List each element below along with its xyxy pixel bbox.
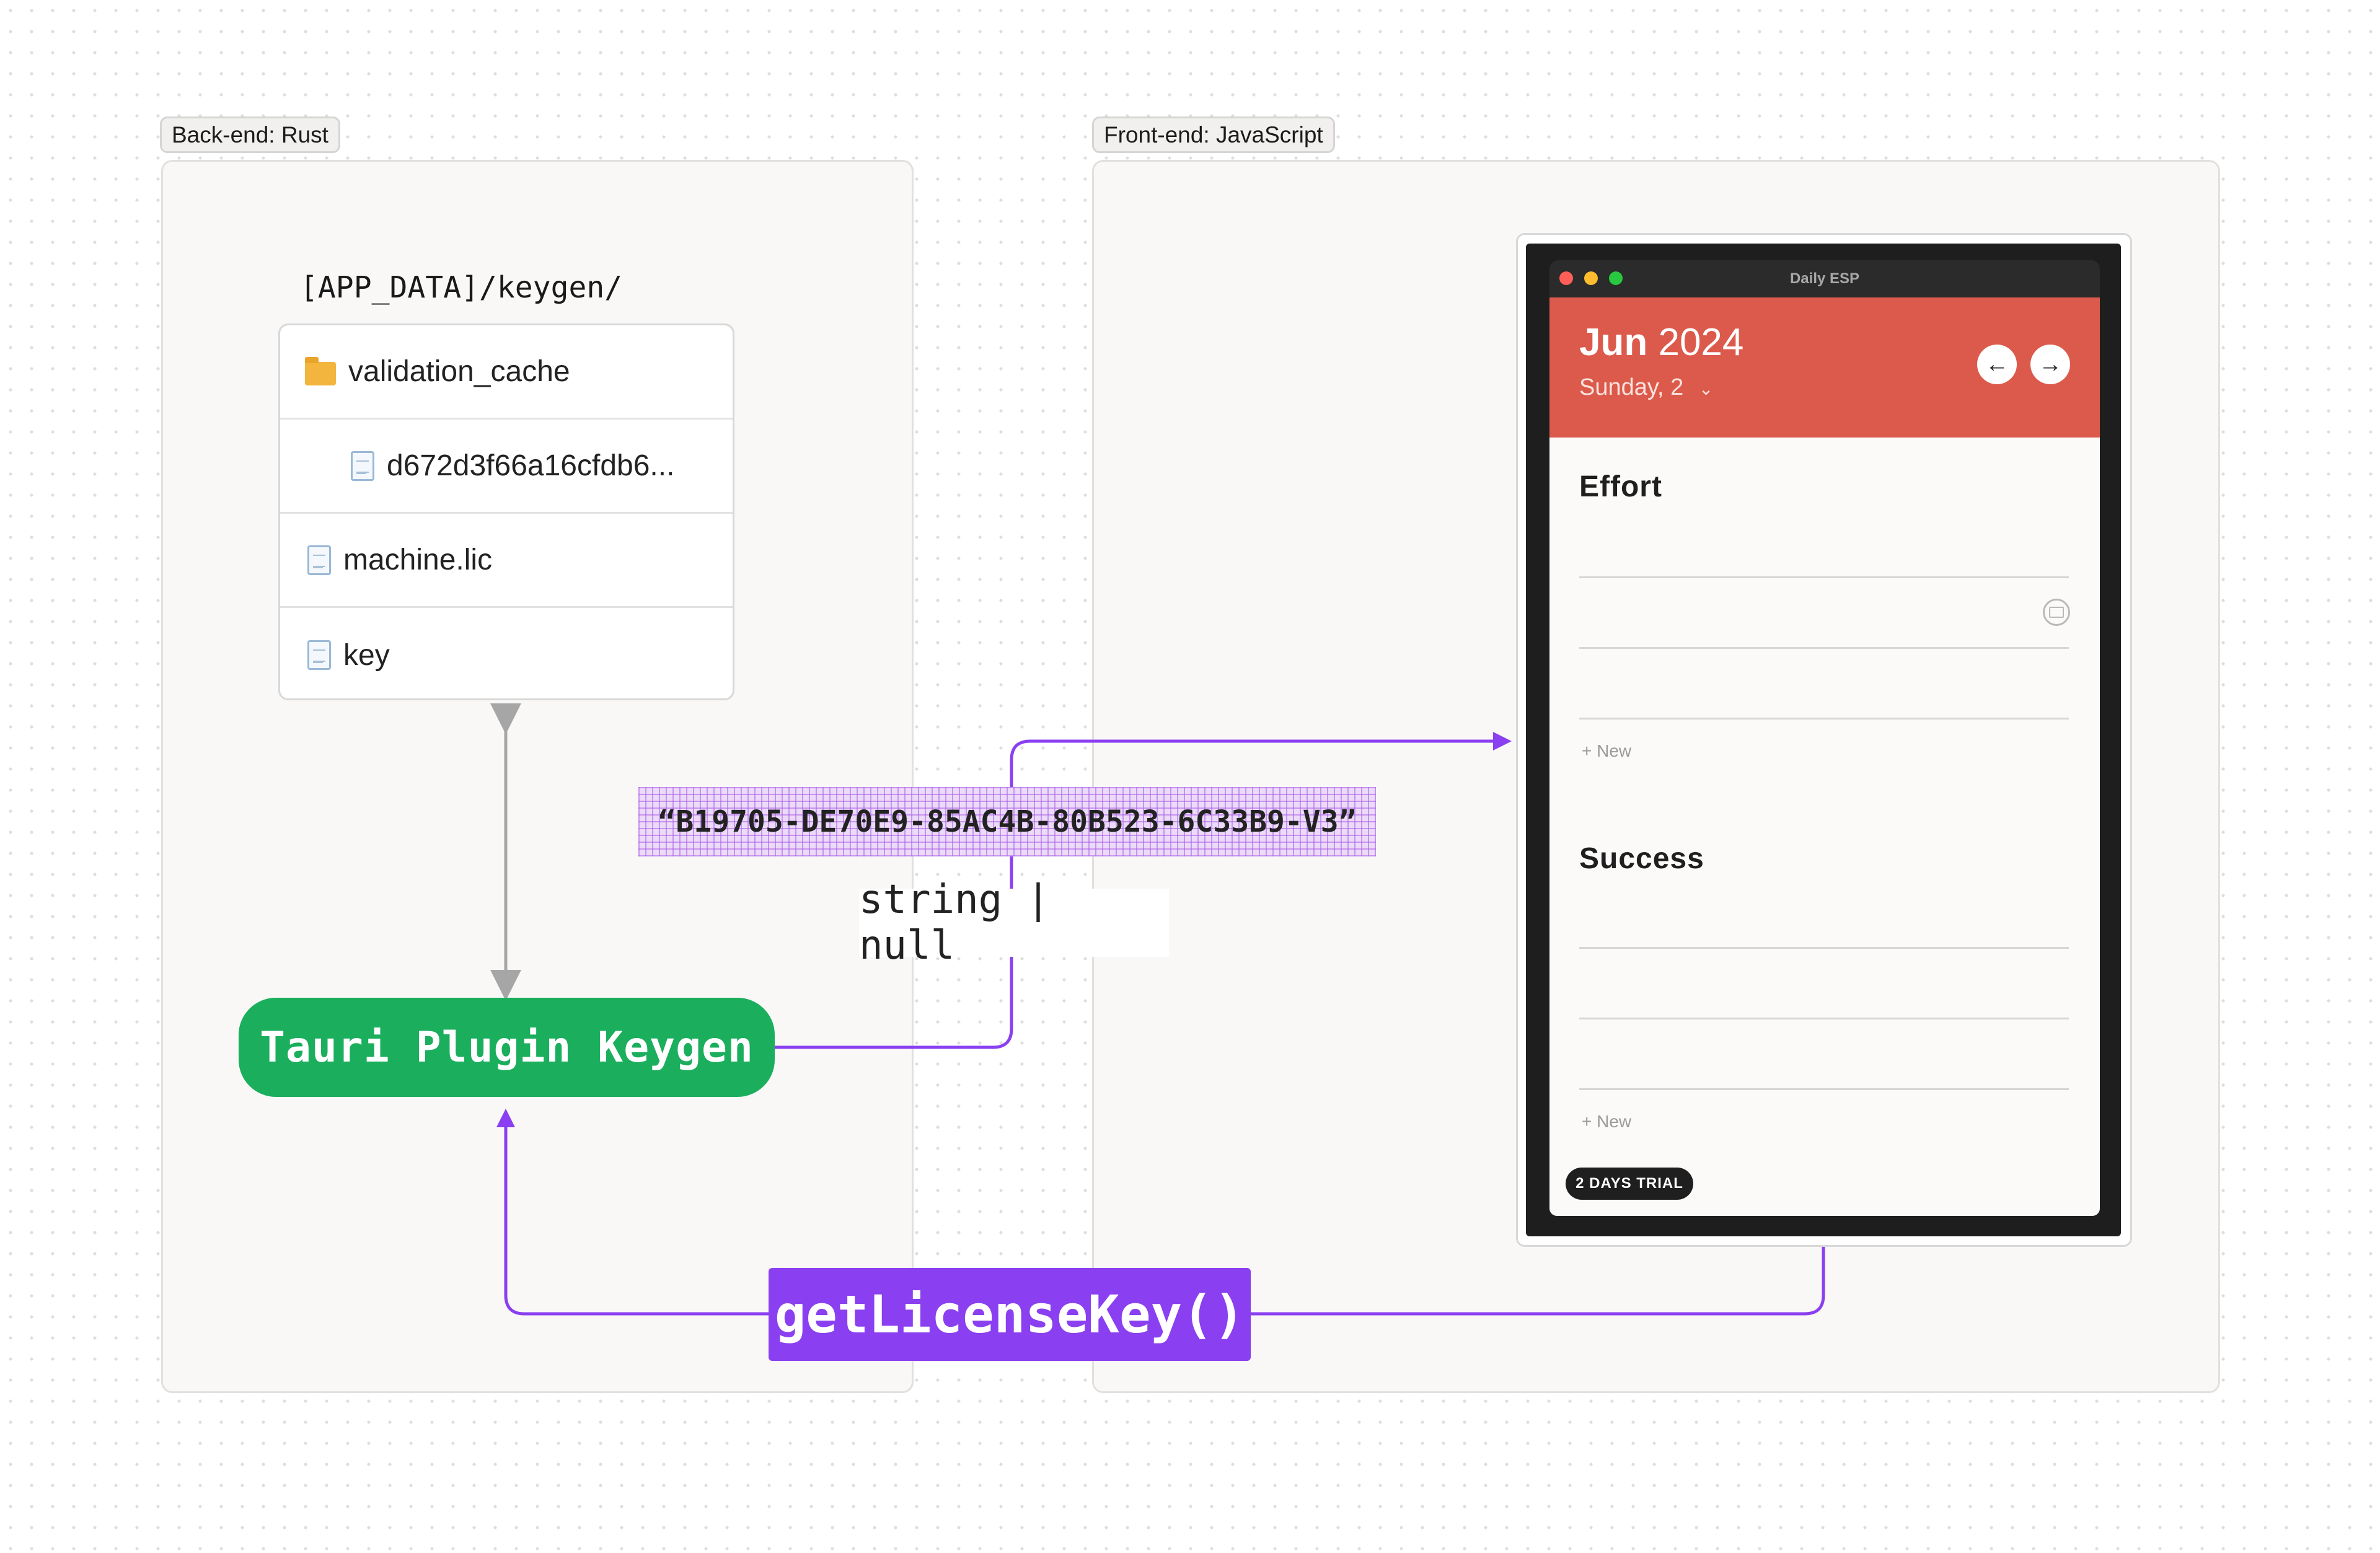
section-title-success: Success <box>1579 842 1704 875</box>
add-success-button[interactable]: + New <box>1582 1112 1632 1131</box>
file-label: key <box>343 638 390 672</box>
arrow-left-icon: ← <box>1985 351 2009 377</box>
file-icon <box>307 545 331 575</box>
next-day-button[interactable]: → <box>2030 345 2070 384</box>
folder-icon <box>305 356 336 385</box>
file-icon <box>351 451 374 481</box>
entry-line[interactable] <box>1579 718 2069 719</box>
entry-line[interactable] <box>1579 1018 2069 1019</box>
trial-badge: 2 DAYS TRIAL <box>1566 1168 1693 1200</box>
file-row-cache-entry[interactable]: d672d3f66a16cfdb6... <box>280 420 733 514</box>
file-label: validation_cache <box>348 355 570 388</box>
file-tree: validation_cache d672d3f66a16cfdb6... ma… <box>278 323 734 700</box>
image-icon[interactable] <box>2043 599 2070 626</box>
app-body: Effort + New Success + New 2 DAYS TRIAL <box>1549 438 2100 1216</box>
filetree-path: [APP_DATA]/keygen/ <box>300 270 623 305</box>
window-minimize-button[interactable] <box>1584 271 1598 285</box>
prev-day-button[interactable]: ← <box>1977 345 2017 384</box>
window-title: Daily ESP <box>1789 270 1860 287</box>
file-row-key[interactable]: key <box>280 608 733 698</box>
entry-line[interactable] <box>1579 576 2069 578</box>
tauri-plugin-node: Tauri Plugin Keygen <box>239 998 775 1097</box>
file-icon <box>307 640 331 670</box>
entry-line[interactable] <box>1579 947 2069 949</box>
window-maximize-button[interactable] <box>1609 271 1623 285</box>
file-row-machine-lic[interactable]: machine.lic <box>280 514 733 608</box>
entry-line[interactable] <box>1579 647 2069 649</box>
return-type-label: string | null <box>859 877 1169 969</box>
month-year[interactable]: Jun 2024 <box>1579 323 1743 362</box>
chevron-down-icon: ⌄ <box>1698 379 1714 398</box>
file-label: d672d3f66a16cfdb6... <box>387 449 675 482</box>
file-label: machine.lic <box>343 543 493 576</box>
window-close-button[interactable] <box>1559 271 1573 285</box>
backend-tag: Back-end: Rust <box>160 117 340 153</box>
day-label: Sunday, 2 <box>1579 374 1684 400</box>
year-label: 2024 <box>1658 321 1744 364</box>
frontend-tag: Front-end: JavaScript <box>1092 117 1335 153</box>
license-key-value: “B19705-DE70E9-85AC4B-80B523-6C33B9-V3” <box>638 787 1376 856</box>
app-header: Jun 2024 Sunday, 2 ⌄ ← → <box>1549 297 2100 438</box>
day-selector[interactable]: Sunday, 2 ⌄ <box>1579 374 1713 401</box>
app-titlebar: Daily ESP <box>1549 260 2100 297</box>
month-label: Jun <box>1579 321 1648 364</box>
arrow-right-icon: → <box>2038 351 2062 377</box>
add-effort-button[interactable]: + New <box>1582 741 1632 760</box>
file-row-validation-cache[interactable]: validation_cache <box>280 325 733 420</box>
entry-line[interactable] <box>1579 1088 2069 1090</box>
section-title-effort: Effort <box>1579 470 1662 503</box>
get-license-key-call: getLicenseKey() <box>769 1268 1251 1361</box>
